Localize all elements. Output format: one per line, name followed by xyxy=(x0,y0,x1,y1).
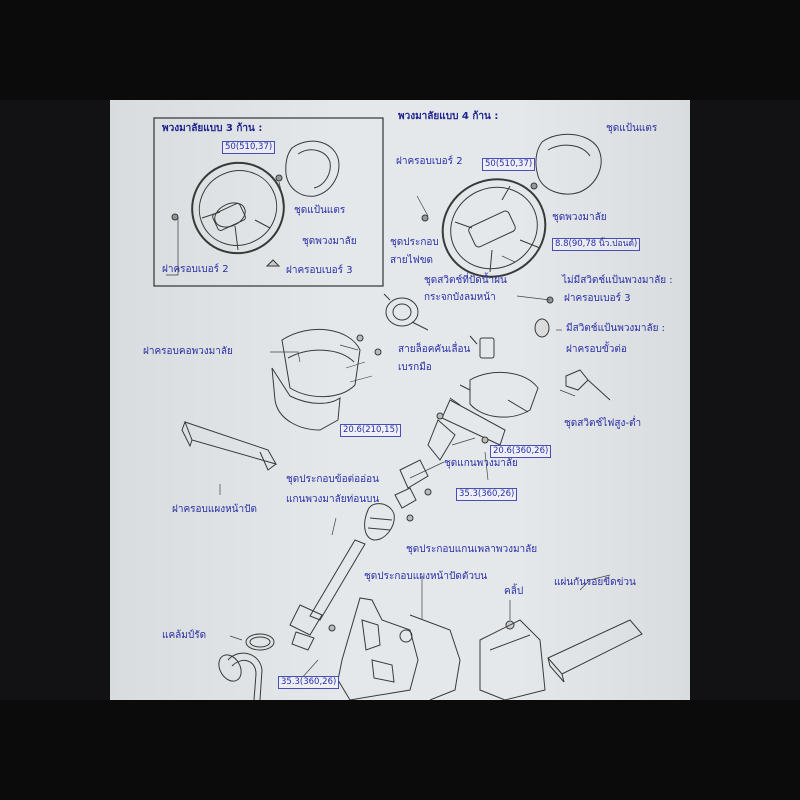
steering-shaft-drawing xyxy=(289,539,366,651)
wiper-switch-label-1: ชุดสวิตช์ที่ปัดน้ำฝน xyxy=(424,275,507,286)
spiral-cable-label-2: สายไฟขด xyxy=(390,255,434,266)
boot-drawing xyxy=(364,503,395,541)
four-spoke-title: พวงมาลัยแบบ 4 ก้าน : xyxy=(398,111,499,122)
inset-airbag-label: ชุดแป้นแตร xyxy=(294,205,346,216)
column-cover-label: ฝาครอบคอพวงมาลัย xyxy=(143,346,233,357)
three-spoke-inset-box xyxy=(153,117,384,287)
monitor-bezel-left xyxy=(0,100,110,700)
tilt-lever-label-1: สายล็อคคันเลื่อน xyxy=(398,344,471,355)
wiper-switch-drawing xyxy=(479,337,495,359)
headlight-switch-drawing xyxy=(565,369,611,401)
four-spoke-torque-top: 50(510,37) xyxy=(482,158,536,171)
torque-35-3-a: 35.3(360,26) xyxy=(456,488,518,501)
inset-wheel-label: ชุดพวงมาลัย xyxy=(302,236,357,247)
clamp-drawing xyxy=(218,633,275,700)
torque-20-6-b: 20.6(360,26) xyxy=(490,445,552,458)
monitor-bezel-right xyxy=(690,100,800,700)
horn-switch-label: มีสวิตช์แป้นพวงมาลัย : xyxy=(566,323,666,334)
clamp-label: แคล้มป์รัด xyxy=(162,630,207,641)
three-spoke-wheel-drawing xyxy=(191,161,285,255)
four-spoke-wheel-drawing xyxy=(441,178,547,278)
shaft-assembly-label: ชุดประกอบแกนเพลาพวงมาลัย xyxy=(406,544,538,555)
inset-torque-label: 50(510,37) xyxy=(222,141,276,154)
bracket-drawing xyxy=(479,619,546,700)
lower-panel-label: ฝาครอบแผงหน้าปัด xyxy=(172,504,257,515)
inset-title: พวงมาลัยแบบ 3 ก้าน : xyxy=(162,123,263,134)
four-spoke-airbag-drawing xyxy=(535,133,602,195)
joint-assembly-label-2: แกนพวงมาลัยท่อนบน xyxy=(286,494,380,505)
column-cover-drawing xyxy=(271,328,361,431)
clip-label: คลิ้ป xyxy=(504,586,524,597)
tilt-lever-label-2: เบรกมือ xyxy=(398,362,432,373)
upper-panel-assembly-drawing xyxy=(337,597,461,700)
upper-panel-assembly-label: ชุดประกอบแผงหน้าปัดตัวบน xyxy=(364,571,488,582)
four-spoke-torque-wheel: 8.8(90,78 นิ้ว.ปอนด์) xyxy=(552,238,641,251)
joint-assembly-label-1: ชุดประกอบข้อต่ออ่อน xyxy=(286,474,379,485)
steering-column-label: ชุดแกนพวงมาลัย xyxy=(444,458,518,469)
torque-35-3-b: 35.3(360,26) xyxy=(278,676,340,689)
scuff-plate-label: แผ่นกันรอยขีดข่วน xyxy=(554,577,636,588)
four-spoke-airbag-label: ชุดแป้นแตร xyxy=(606,123,658,134)
inset-cover3-label: ฝาครอบเบอร์ 3 xyxy=(286,265,353,276)
spiral-cable-drawing xyxy=(383,293,429,331)
four-spoke-cover2-label: ฝาครอบเบอร์ 2 xyxy=(396,156,463,167)
four-spoke-wheel-label: ชุดพวงมาลัย xyxy=(552,212,607,223)
no-horn-switch-label: ไม่มีสวิตช์แป้นพวงมาลัย : xyxy=(562,275,673,286)
spiral-cable-label-1: ชุดประกอบ xyxy=(390,237,439,248)
wiper-switch-label-2: กระจกบังลมหน้า xyxy=(424,292,496,303)
instrument-lower-cover-drawing xyxy=(181,421,278,471)
joint-assembly-drawing xyxy=(394,459,429,509)
three-spoke-airbag-drawing xyxy=(285,140,340,197)
scuff-plate-drawing xyxy=(547,619,643,683)
terminal-cover-label: ฝาครอบขั้วต่อ xyxy=(566,344,627,355)
torque-20-6-a: 20.6(210,15) xyxy=(340,424,402,437)
headlight-switch-label: ชุดสวิตช์ไฟสูง-ต่ำ xyxy=(564,418,642,429)
four-spoke-cover3-label: ฝาครอบเบอร์ 3 xyxy=(564,293,631,304)
inset-cover2-label: ฝาครอบเบอร์ 2 xyxy=(162,264,229,275)
monitor-bezel-bottom xyxy=(0,700,800,800)
steering-exploded-diagram xyxy=(153,117,643,700)
service-manual-page: พวงมาลัยแบบ 3 ก้าน : 50(510,37) ชุดแป้นแ… xyxy=(110,100,690,700)
